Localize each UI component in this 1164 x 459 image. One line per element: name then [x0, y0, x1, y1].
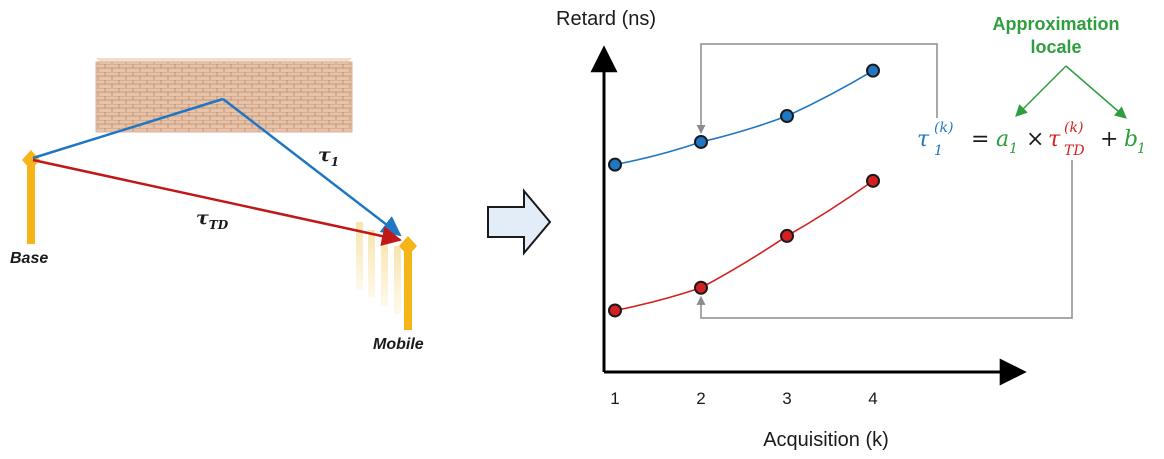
- eq-plus: +: [1100, 127, 1118, 152]
- data-point-tautd: [694, 280, 708, 295]
- x-axis-title: Acquisition (k): [763, 429, 889, 451]
- direct-path: [32, 158, 402, 246]
- eq-lhs-sup: (k): [934, 120, 953, 136]
- series-line-tau1: [614, 69, 874, 166]
- connector-lines: [696, 43, 1073, 319]
- tautd-label-sub: TD: [209, 218, 229, 232]
- x-tick-labels: 1 2 3 4: [610, 389, 877, 408]
- base-antenna: [22, 150, 40, 244]
- connector-tau1: [696, 43, 938, 134]
- eq-rhs-main: τ: [1048, 127, 1061, 152]
- wall-face: [96, 62, 352, 132]
- transition-arrow: [487, 188, 552, 256]
- wall-outline: [95, 61, 353, 133]
- x-tick-label: 3: [782, 389, 791, 408]
- eq-b-sub: 1: [1137, 141, 1146, 157]
- mobile-antenna-head: [399, 236, 417, 256]
- data-point-tau1: [694, 134, 708, 149]
- eq-times: ×: [1026, 127, 1044, 152]
- tau1-label-sub: 1: [331, 155, 339, 169]
- eq-lhs-sub: 1: [934, 143, 943, 159]
- eq-lhs-main: τ: [917, 127, 930, 152]
- equation: τ (k) 1 = a 1 × τ (k) TD + b 1: [917, 120, 1146, 159]
- mobile-antenna: [399, 236, 417, 330]
- approx-arrow-a: [1015, 65, 1067, 117]
- reflected-path-incident: [32, 97, 224, 160]
- tautd-label: τTD: [196, 207, 229, 232]
- data-point-tau1: [866, 63, 880, 78]
- ghost-antenna-1: [356, 222, 363, 290]
- base-antenna-head: [22, 150, 40, 170]
- delay-chart: Retard (ns) Acquisition (k) 1 2 3 4: [556, 8, 1073, 451]
- mobile-trail: [356, 222, 401, 314]
- approx-title-line1: Approximation: [992, 14, 1119, 34]
- tau1-label-main: τ: [318, 144, 331, 166]
- base-label: Base: [10, 250, 48, 267]
- data-point-tau1: [780, 109, 794, 124]
- data-point-tautd: [780, 228, 794, 243]
- data-point-tau1: [608, 157, 622, 172]
- propagation-scene: τ1 τTD Base Mobile: [10, 58, 424, 353]
- series-layer: [608, 63, 880, 318]
- eq-rhs-sup: (k): [1064, 120, 1083, 136]
- ghost-antenna-3: [381, 238, 388, 306]
- eq-rhs-sub: TD: [1064, 143, 1085, 159]
- series-line-tautd: [614, 180, 874, 312]
- connector-tautd: [696, 160, 1073, 319]
- base-antenna-mast: [27, 164, 35, 244]
- reflected-path-reflected: [222, 98, 402, 237]
- local-approximation: Approximation locale τ (k) 1 = a 1 × τ (…: [917, 14, 1146, 159]
- tau1-label: τ1: [318, 144, 339, 169]
- approx-title-line2: locale: [1030, 37, 1081, 57]
- eq-a-main: a: [996, 127, 1009, 152]
- data-point-tautd: [866, 173, 880, 188]
- series-tautd: [608, 173, 880, 318]
- reflected-path: [32, 97, 402, 237]
- y-axis-title: Retard (ns): [556, 8, 656, 30]
- series-tau1: [608, 63, 880, 172]
- mobile-label: Mobile: [373, 336, 424, 353]
- eq-equals: =: [971, 127, 989, 152]
- brick-wall: [95, 58, 353, 133]
- ghost-antenna-2: [368, 230, 375, 298]
- ghost-antenna-4: [394, 246, 401, 314]
- approx-arrow-b: [1065, 65, 1127, 119]
- data-point-tautd: [608, 303, 622, 318]
- mobile-antenna-mast: [404, 250, 412, 330]
- tautd-label-main: τ: [196, 207, 209, 229]
- x-tick-label: 1: [610, 389, 619, 408]
- eq-a-sub: 1: [1009, 141, 1018, 157]
- x-tick-label: 2: [696, 389, 705, 408]
- eq-b-main: b: [1124, 127, 1138, 152]
- x-tick-label: 4: [868, 389, 877, 408]
